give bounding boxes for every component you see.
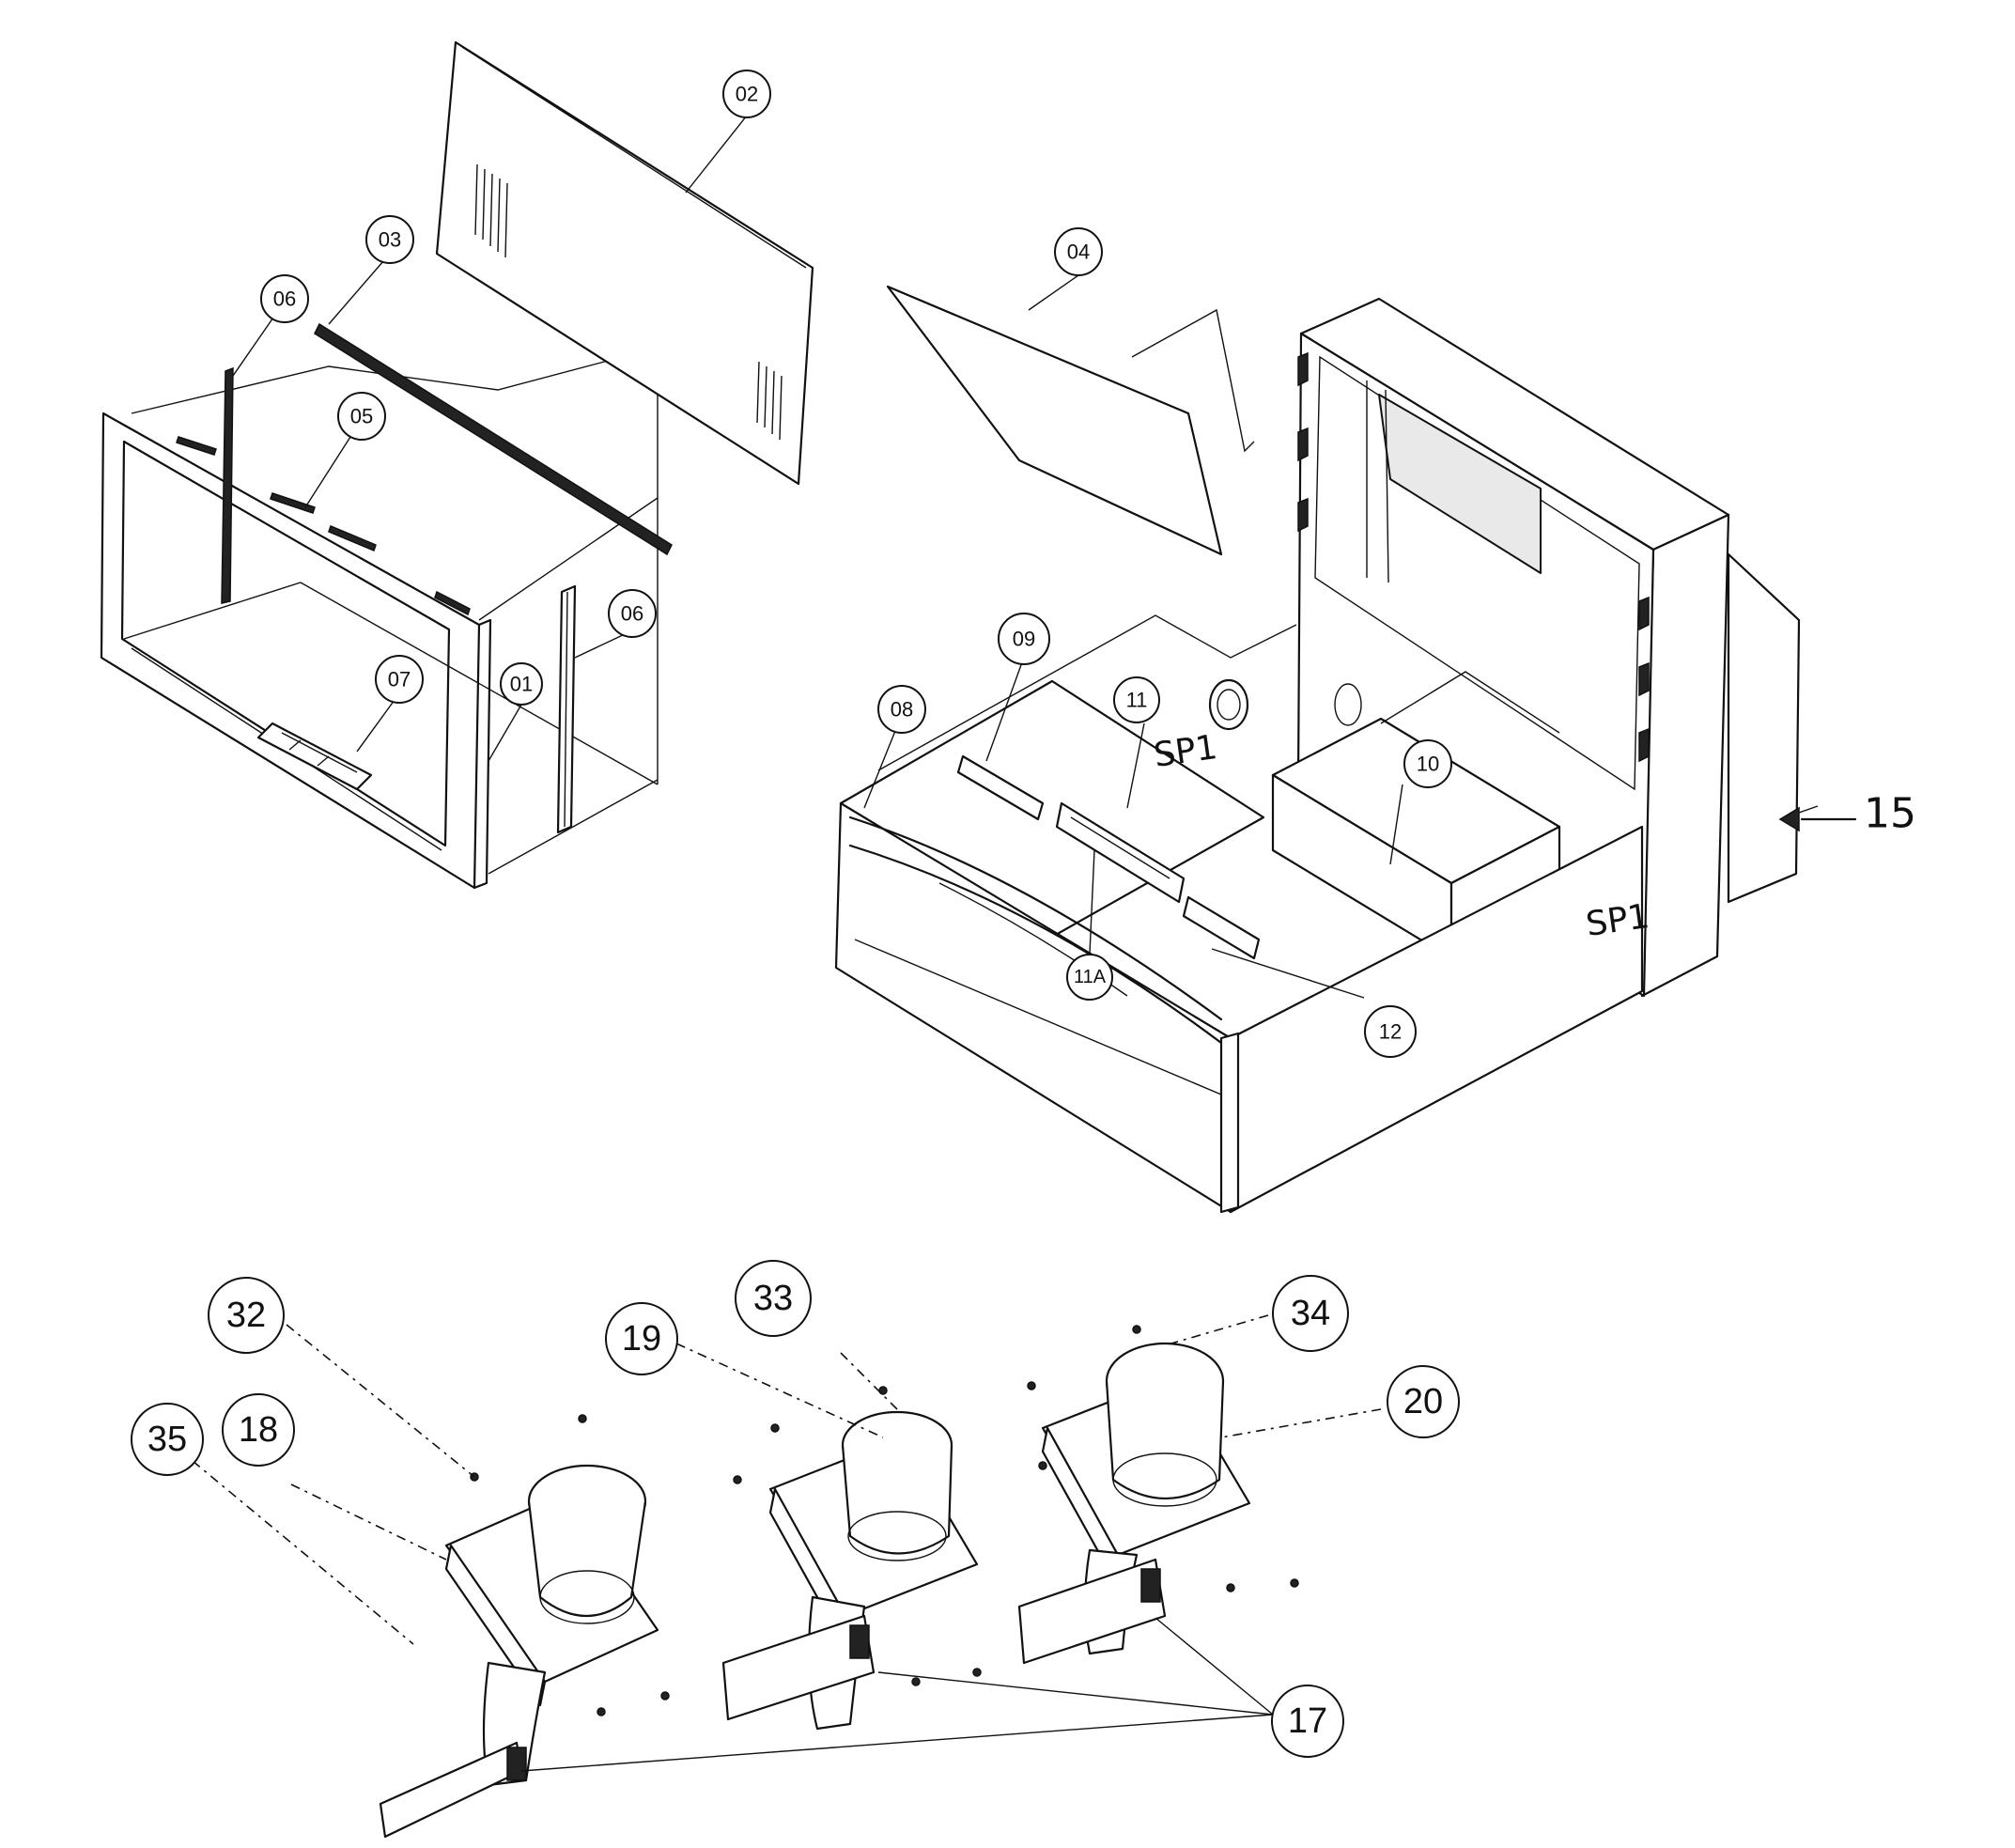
callout-35: 35 xyxy=(131,1403,204,1476)
svg-text:20: 20 xyxy=(1403,1382,1443,1421)
speaker-left xyxy=(1208,678,1249,731)
callout-01: 01 xyxy=(500,662,543,706)
callout-05: 05 xyxy=(337,392,386,441)
svg-text:SP1: SP1 xyxy=(1584,897,1652,944)
svg-text:07: 07 xyxy=(388,668,411,691)
svg-text:06: 06 xyxy=(273,287,296,311)
callout-03: 03 xyxy=(365,215,414,264)
vent-slots-right xyxy=(756,361,783,441)
callout-20: 20 xyxy=(1387,1365,1460,1438)
callout-09: 09 xyxy=(998,613,1050,665)
screws xyxy=(470,1325,1299,1716)
svg-text:01: 01 xyxy=(510,673,533,696)
svg-text:18: 18 xyxy=(239,1410,278,1450)
svg-text:17: 17 xyxy=(1288,1701,1327,1741)
svg-text:04: 04 xyxy=(1067,241,1090,264)
crt-assembly-right xyxy=(1017,1342,1251,1665)
cabinet-assembly xyxy=(834,297,1801,1214)
label-sp1-left: SP1 xyxy=(1152,728,1220,775)
svg-text:12: 12 xyxy=(1379,1020,1402,1044)
svg-text:33: 33 xyxy=(753,1279,793,1318)
svg-text:02: 02 xyxy=(736,83,758,106)
svg-text:35: 35 xyxy=(147,1420,187,1459)
crt-assembly-left xyxy=(379,1464,659,1839)
svg-text:34: 34 xyxy=(1291,1294,1330,1333)
svg-text:06: 06 xyxy=(621,602,643,626)
svg-text:05: 05 xyxy=(350,405,373,428)
label-sp1-right: SP1 xyxy=(1584,897,1652,944)
vent-slots-left xyxy=(474,163,508,258)
svg-text:32: 32 xyxy=(226,1296,266,1335)
callout-07: 07 xyxy=(375,655,424,704)
svg-text:11: 11 xyxy=(1126,689,1148,712)
callout-15: 15 xyxy=(1800,790,1916,838)
callout-06-left: 06 xyxy=(260,274,309,323)
callout-02: 02 xyxy=(722,70,771,118)
crt-assembly-center xyxy=(721,1410,979,1731)
svg-text:SP1: SP1 xyxy=(1152,728,1220,775)
callout-33: 33 xyxy=(735,1260,812,1337)
svg-text:08: 08 xyxy=(891,698,913,722)
callout-06-right: 06 xyxy=(608,589,657,638)
front-frame-assembly xyxy=(100,322,673,890)
svg-text:09: 09 xyxy=(1013,628,1035,651)
svg-text:15: 15 xyxy=(1864,790,1916,838)
svg-text:19: 19 xyxy=(622,1319,661,1359)
callout-04: 04 xyxy=(1054,227,1103,276)
callout-08: 08 xyxy=(877,685,926,734)
callout-12: 12 xyxy=(1364,1005,1417,1058)
callout-10: 10 xyxy=(1403,739,1452,788)
svg-text:10: 10 xyxy=(1417,753,1439,776)
callout-32: 32 xyxy=(208,1277,285,1354)
svg-text:03: 03 xyxy=(379,228,401,252)
mirror-04 xyxy=(886,285,1255,556)
callout-18: 18 xyxy=(222,1393,295,1467)
callout-19: 19 xyxy=(605,1302,678,1375)
callout-17: 17 xyxy=(1271,1685,1344,1758)
rear-panel-02 xyxy=(435,40,814,486)
callout-11a: 11A xyxy=(1066,954,1113,1001)
callout-11: 11 xyxy=(1113,676,1160,723)
svg-text:11A: 11A xyxy=(1074,967,1107,987)
callout-34: 34 xyxy=(1272,1275,1349,1352)
leader-lines xyxy=(192,115,1819,1772)
